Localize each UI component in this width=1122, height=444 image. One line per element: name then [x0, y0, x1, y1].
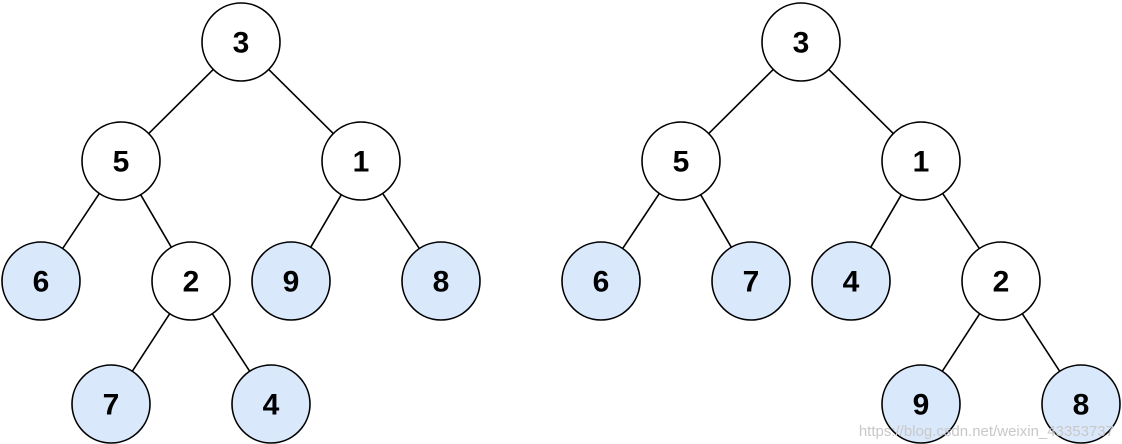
node-label: 3	[793, 27, 810, 60]
tree-edge	[621, 193, 661, 249]
node-label: 1	[353, 146, 370, 179]
tree-node: 6	[1, 241, 81, 321]
node-label: 4	[263, 389, 280, 422]
leaf-node-circle	[251, 241, 331, 321]
tree-node: 9	[881, 364, 961, 444]
tree-node: 1	[881, 121, 961, 201]
leaf-node-circle	[711, 241, 791, 321]
tree-node: 6	[561, 241, 641, 321]
node-label: 1	[913, 146, 930, 179]
tree-node: 5	[81, 121, 161, 201]
leaf-node-circle	[811, 241, 891, 321]
tree-edge	[869, 194, 903, 248]
node-label: 6	[593, 266, 610, 299]
leaf-node-circle	[1041, 364, 1121, 444]
node-circle	[321, 121, 401, 201]
node-circle	[961, 241, 1041, 321]
tree-edge	[211, 313, 251, 372]
node-label: 6	[33, 266, 50, 299]
node-circle	[201, 2, 281, 82]
tree-edge	[941, 313, 981, 372]
leaf-node-circle	[561, 241, 641, 321]
tree-edge	[61, 193, 101, 249]
tree-node: 2	[151, 241, 231, 321]
tree-node: 1	[321, 121, 401, 201]
node-label: 7	[743, 266, 760, 299]
tree-node: 2	[961, 241, 1041, 321]
leaf-node-circle	[231, 364, 311, 444]
node-label: 7	[103, 389, 120, 422]
tree-edge	[699, 194, 733, 248]
tree-node: 7	[711, 241, 791, 321]
node-circle	[761, 2, 841, 82]
tree-edge	[381, 193, 421, 249]
leaf-node-circle	[71, 364, 151, 444]
node-label: 5	[113, 146, 130, 179]
node-circle	[151, 241, 231, 321]
tree-edge	[131, 313, 171, 372]
node-label: 8	[433, 266, 450, 299]
watermark-text: https://blog.csdn.net/weixin_43353737	[858, 423, 1114, 440]
tree-edge	[828, 68, 894, 135]
tree-edge	[309, 194, 343, 248]
tree-edge	[139, 194, 173, 248]
tree-node: 3	[201, 2, 281, 82]
tree-node: 7	[71, 364, 151, 444]
tree-node: 4	[811, 241, 891, 321]
tree-node: 3	[761, 2, 841, 82]
node-label: 2	[993, 266, 1010, 299]
node-label: 2	[183, 266, 200, 299]
leaf-node-circle	[1, 241, 81, 321]
tree-node: 9	[251, 241, 331, 321]
leaf-node-circle	[401, 241, 481, 321]
tree-edge	[148, 68, 214, 135]
node-label: 9	[283, 266, 300, 299]
tree-node: 8	[401, 241, 481, 321]
tree-edge	[941, 193, 981, 249]
node-label: 9	[913, 389, 930, 422]
tree-edge	[708, 68, 774, 135]
leaf-node-circle	[881, 364, 961, 444]
edges-layer	[61, 68, 1061, 372]
node-circle	[881, 121, 961, 201]
tree-node: 4	[231, 364, 311, 444]
tree-node: 8	[1041, 364, 1121, 444]
tree-node: 5	[641, 121, 721, 201]
node-label: 8	[1073, 389, 1090, 422]
tree-edge	[268, 68, 334, 135]
node-label: 3	[233, 27, 250, 60]
node-circle	[641, 121, 721, 201]
node-label: 4	[843, 266, 860, 299]
node-circle	[81, 121, 161, 201]
tree-edge	[1021, 313, 1061, 372]
node-label: 5	[673, 146, 690, 179]
